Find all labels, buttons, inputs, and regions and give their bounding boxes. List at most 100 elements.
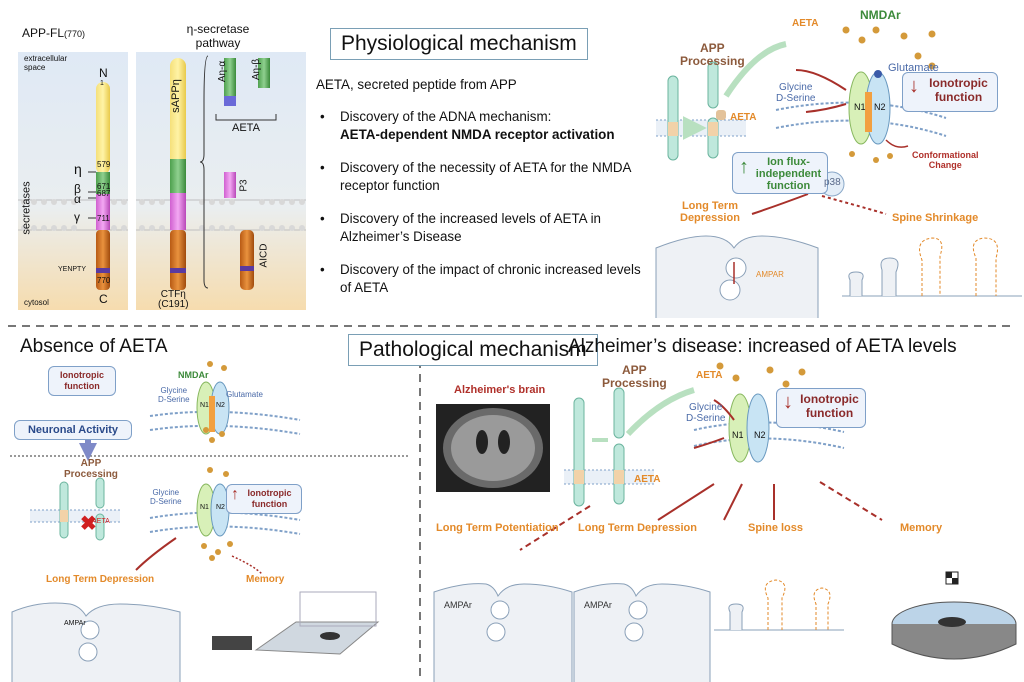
app-processing-lower: APP Processing — [64, 458, 118, 480]
col2-title: η-secretase pathway — [158, 22, 278, 50]
ctf-line2: (C191) — [158, 299, 189, 310]
ltd-label-lower: Long Term Depression — [46, 574, 155, 585]
n2-label: N2 — [874, 102, 886, 112]
glycine-lower2-line1: Glycine — [152, 488, 180, 497]
pos-711: 711 — [97, 214, 110, 223]
gamma-symbol: γ — [74, 210, 80, 224]
extracellular-line2: space — [24, 63, 46, 72]
n1-label-lower2: N1 — [200, 504, 209, 511]
col2-title-line2: pathway — [195, 36, 241, 50]
conformational-line2: Change — [928, 160, 962, 170]
pos-1: 1 — [100, 80, 104, 87]
col1-title-sub: (770) — [64, 29, 86, 39]
n1-ad: N1 — [732, 430, 744, 440]
spine-loss-label: Spine loss — [748, 522, 804, 534]
bullet-text: Discovery of the necessity of AETA for t… — [340, 160, 631, 193]
down-arrow-icon: ↓ — [783, 391, 793, 413]
app-domain-diagram: APP-FL(770) η-secretase pathway — [18, 22, 306, 312]
bullet-text: Discovery of the ADNA mechanism: — [340, 109, 552, 124]
c-terminal-label: C — [99, 292, 108, 306]
ionotropic-box-upper: Ionotropic function — [48, 366, 116, 396]
ltd-line2: Depression — [680, 212, 740, 224]
ampar-label: AMPAR — [756, 270, 784, 279]
aeta-top-label: AETA — [792, 18, 819, 29]
aeta-small-ad: AETA — [634, 474, 661, 485]
ampar-label-lower: AMPAr — [64, 620, 86, 627]
nmdar-label-lower: NMDAr — [178, 370, 209, 380]
pos-579: 579 — [97, 160, 111, 169]
ad-title: Alzheimer’s disease: increased of AETA l… — [568, 336, 957, 357]
ltd-label: Long Term Depression — [680, 200, 740, 224]
n2-label-lower2: N2 — [216, 504, 225, 511]
bullet-item: Discovery of the necessity of AETA for t… — [320, 159, 646, 195]
ionflux-line2: independent — [755, 168, 822, 180]
n2-ad: N2 — [754, 430, 766, 440]
app-ad-line1: APP — [622, 363, 647, 377]
physiological-bullets: AETA, secreted peptide from APP Discover… — [316, 76, 646, 312]
up-arrow-icon: ↑ — [739, 156, 749, 178]
physiology-scheme-svg — [655, 26, 1022, 318]
ctf-label: CTFη (C191) — [158, 290, 189, 310]
app-processing-line2: Processing — [680, 54, 745, 68]
bullet-list: Discovery of the ADNA mechanism:AETA-dep… — [316, 108, 646, 297]
n2-label-lower: N2 — [216, 402, 225, 409]
absence-title: Absence of AETA — [20, 336, 168, 357]
brain-label: Alzheimer's brain — [454, 384, 546, 396]
glycine-lower-line2: D-Serine — [158, 395, 190, 404]
ampar-ad-2: AMPAr — [584, 600, 612, 610]
conformational-line1: Conformational — [912, 150, 979, 160]
n-terminal-label: N — [99, 66, 108, 80]
alpha-symbol: α — [74, 192, 81, 206]
ionotropic-box-ad: ↓ Ionotropic function — [776, 388, 866, 428]
aeta-intro: AETA, secreted peptide from APP — [316, 77, 517, 92]
ionotropic-line2: function — [934, 90, 983, 104]
aeta-bracket-label: AETA — [232, 122, 260, 134]
glycine-label: Glycine D-Serine — [776, 82, 815, 104]
cross-icon: ✖ — [80, 513, 97, 535]
a-eta-alpha-label: Aη-α — [217, 60, 229, 83]
ionflux-line1: Ion flux- — [767, 156, 810, 168]
extracellular-label: extracellular space — [24, 54, 67, 72]
n1-label-lower: N1 — [200, 402, 209, 409]
app-ectodomain — [96, 82, 110, 174]
app-processing-line1: APP — [700, 41, 725, 55]
ionotropic-ad-line2: function — [805, 406, 854, 420]
glycine-ad-line1: Glycine — [689, 402, 723, 413]
app-processing-label: APP Processing — [680, 42, 745, 68]
app-ad-line2: Processing — [602, 376, 667, 390]
ampar-ad-1: AMPAr — [444, 600, 472, 610]
memory-label-ad: Memory — [900, 522, 943, 534]
neuronal-activity-box: Neuronal Activity — [14, 420, 132, 440]
p38-label: p38 — [824, 177, 841, 188]
down-arrow-icon: ↓ — [909, 75, 919, 97]
physiological-title: Physiological mechanism — [330, 28, 588, 60]
eta-symbol: η — [74, 161, 82, 177]
p3-label: P3 — [238, 179, 250, 192]
glycine-line1: Glycine — [779, 82, 813, 93]
glycine-label-lower: Glycine D-Serine — [158, 386, 190, 404]
cytosol-label: cytosol — [24, 298, 49, 307]
secretases-label: secretases — [20, 181, 33, 235]
ionotropic-ad-line1: Ionotropic — [800, 392, 859, 406]
bullet-item: Discovery of the increased levels of AET… — [320, 210, 646, 246]
glycine-ad-line2: D-Serine — [686, 413, 726, 424]
ionotropic-upper-line2: function — [64, 381, 100, 391]
app-processing-ad: APP Processing — [602, 364, 667, 390]
aeta-top-ad: AETA — [696, 370, 723, 381]
bullet-item: Discovery of the impact of chronic incre… — [320, 261, 646, 297]
ctf-line1: CTFη — [160, 289, 186, 300]
a-eta-beta-label: Aη-β — [251, 58, 263, 81]
ionotropic-box-lower: ↑ Ionotropic function — [226, 484, 302, 514]
divider-lines — [8, 325, 1016, 678]
ionotropic-upper-line1: Ionotropic — [60, 370, 104, 380]
app-lower-line1: APP — [80, 458, 102, 469]
extracellular-line1: extracellular — [24, 54, 68, 63]
glycine-lower2-line2: D-Serine — [150, 497, 182, 506]
ionotropic-line1: Ionotropic — [929, 76, 988, 90]
aeta-small-label: AETA — [730, 112, 757, 123]
bullet-text: Discovery of the impact of chronic incre… — [340, 262, 641, 295]
app-diagram-svg — [18, 52, 306, 310]
glycine-lower-line1: Glycine — [160, 386, 188, 395]
ion-flux-box: ↑ Ion flux- independent function — [732, 152, 828, 194]
glutamate-label-lower: Glutamate — [226, 390, 263, 399]
